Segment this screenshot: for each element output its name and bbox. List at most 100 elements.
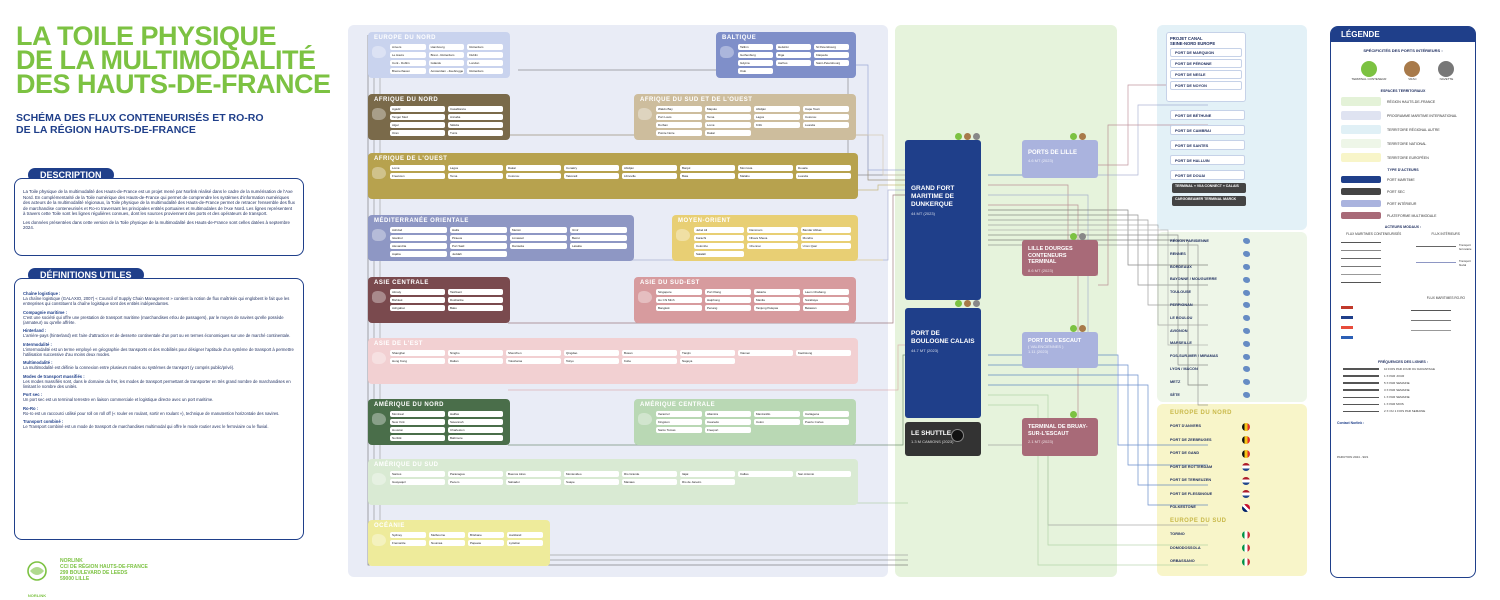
- port-destination-row[interactable]: Tallinn: [738, 44, 773, 50]
- port-destination-row[interactable]: Klaipeda: [814, 52, 849, 58]
- port-destination-row[interactable]: Port Klang: [705, 289, 751, 295]
- port-destination-row[interactable]: Cotonou: [506, 173, 561, 179]
- le-shuttle[interactable]: LE SHUTTLE 1.3 M CAMIONS (2023): [905, 422, 981, 456]
- port-escaut[interactable]: PORT DE L'ESCAUT ( VALENCIENNES ) 1.11 (…: [1022, 332, 1098, 368]
- french-destination-row[interactable]: LE BOULOU: [1170, 312, 1250, 325]
- port-destination-row[interactable]: Port Said: [450, 243, 507, 249]
- port-destination-row[interactable]: Mundra: [800, 235, 851, 241]
- french-destination-row[interactable]: SÈTE: [1170, 389, 1250, 402]
- port-destination-row[interactable]: Lomé: [390, 165, 445, 171]
- port-destination-row[interactable]: Alexandria: [390, 243, 447, 249]
- port-dourges[interactable]: LILLE DOURGES CONTENEURS TERMINAL 8.6 MT…: [1022, 240, 1098, 276]
- port-destination-row[interactable]: Cotonou: [803, 114, 849, 120]
- port-destination-row[interactable]: Dalian: [448, 358, 503, 364]
- canal-port-row[interactable]: PORT DE PÉRONNE: [1170, 59, 1242, 68]
- port-destination-row[interactable]: New York: [390, 419, 445, 425]
- port-destination-row[interactable]: Libreville: [622, 173, 677, 179]
- port-destination-row[interactable]: Qingdao: [564, 350, 619, 356]
- port-destination-row[interactable]: Tokyo: [564, 358, 619, 364]
- port-destination-row[interactable]: Charleston: [448, 427, 503, 433]
- europe-port-row[interactable]: PORT D'ANVERS: [1170, 420, 1250, 434]
- port-destination-row[interactable]: Bandar Abbas: [800, 227, 851, 233]
- port-destination-row[interactable]: Jebel Ali: [694, 227, 745, 233]
- port-destination-row[interactable]: Norfolk: [390, 435, 445, 441]
- europe-port-row[interactable]: TORINO: [1170, 528, 1250, 542]
- port-destination-row[interactable]: Dakar: [705, 130, 751, 136]
- port-destination-row[interactable]: Paranagua: [448, 471, 503, 477]
- inland-port-row[interactable]: PORT DE HALLUIN: [1170, 155, 1245, 165]
- port-destination-row[interactable]: Baltimore: [448, 435, 503, 441]
- port-destination-row[interactable]: Santo Tomas: [656, 427, 702, 433]
- port-destination-row[interactable]: Mersin: [510, 227, 567, 233]
- port-destination-row[interactable]: Luanda: [803, 122, 849, 128]
- port-destination-row[interactable]: Auckland: [507, 532, 543, 538]
- port-destination-row[interactable]: Conakry: [564, 165, 619, 171]
- port-destination-row[interactable]: Bangkok: [656, 305, 702, 311]
- port-destination-row[interactable]: Brest - Rotterdam: [428, 52, 465, 58]
- port-destination-row[interactable]: Bishkek: [390, 297, 445, 303]
- port-destination-row[interactable]: Dakar: [506, 165, 561, 171]
- port-destination-row[interactable]: Aarhus: [776, 60, 811, 66]
- port-destination-row[interactable]: Oran: [390, 130, 445, 136]
- port-destination-row[interactable]: Gdynia: [738, 60, 773, 66]
- port-destination-row[interactable]: Abidjan: [754, 106, 800, 112]
- port-destination-row[interactable]: Laem Chabang: [803, 289, 849, 295]
- port-destination-row[interactable]: Rio Grande: [622, 471, 677, 477]
- french-destination-row[interactable]: BAYONNE / MOUGUERRE: [1170, 273, 1250, 286]
- port-destination-row[interactable]: Port Louis: [656, 114, 702, 120]
- inland-port-row[interactable]: PORT DE DOUAI: [1170, 170, 1245, 180]
- inland-port-row[interactable]: PORT DE BÉTHUNE: [1170, 110, 1245, 120]
- port-destination-row[interactable]: Freeport: [705, 427, 751, 433]
- port-destination-row[interactable]: Dushanbe: [448, 297, 503, 303]
- port-destination-row[interactable]: Cork - Dublin: [390, 60, 426, 66]
- port-destination-row[interactable]: Aqaba: [390, 251, 447, 257]
- port-destination-row[interactable]: Singapore: [656, 289, 702, 295]
- port-destination-row[interactable]: Kribi: [754, 122, 800, 128]
- french-destination-row[interactable]: PERPIGNAN: [1170, 299, 1250, 312]
- port-destination-row[interactable]: Ashgabat: [390, 305, 445, 311]
- port-destination-row[interactable]: Montevideo: [564, 471, 619, 477]
- port-dunkerque[interactable]: GRAND FORT MARITIME DE DUNKERQUE 44 MT (…: [905, 140, 981, 300]
- port-destination-row[interactable]: San Antonio: [796, 471, 851, 477]
- port-destination-row[interactable]: Hambourg: [428, 44, 465, 50]
- port-destination-row[interactable]: Bata: [680, 173, 735, 179]
- port-destination-row[interactable]: Maputo: [705, 106, 751, 112]
- europe-port-row[interactable]: PORT DE ROTTERDAM: [1170, 461, 1250, 475]
- port-destination-row[interactable]: Ashdod: [390, 227, 447, 233]
- port-destination-row[interactable]: Tema: [705, 114, 751, 120]
- port-destination-row[interactable]: Le Havre: [390, 52, 426, 58]
- port-destination-row[interactable]: Jakarta: [754, 289, 800, 295]
- port-destination-row[interactable]: Casablanca: [448, 106, 503, 112]
- port-destination-row[interactable]: Dammam: [747, 227, 798, 233]
- port-destination-row[interactable]: Ningbo: [448, 350, 503, 356]
- port-destination-row[interactable]: Melbourne: [429, 532, 465, 538]
- inland-port-row[interactable]: PORT DE CAMBRAI: [1170, 125, 1245, 135]
- europe-port-row[interactable]: ORBASSANO: [1170, 555, 1250, 569]
- port-destination-row[interactable]: Lagos: [448, 165, 503, 171]
- french-destination-row[interactable]: RÉGION PARISIENNE: [1170, 235, 1250, 248]
- port-destination-row[interactable]: Walvis Bay: [656, 106, 702, 112]
- port-destination-row[interactable]: Beirut: [570, 235, 627, 241]
- port-destination-row[interactable]: Ho Chi Minh: [656, 297, 702, 303]
- port-destination-row[interactable]: Houston: [390, 427, 445, 433]
- port-destination-row[interactable]: Oslo: [738, 68, 773, 74]
- port-destination-row[interactable]: Chennai: [747, 243, 798, 249]
- port-boulogne-calais[interactable]: PORT DE BOULOGNE CALAIS 44.7 MT (2023): [905, 308, 981, 418]
- port-destination-row[interactable]: Puerto Cortes: [803, 419, 849, 425]
- port-destination-row[interactable]: Annaba: [448, 114, 503, 120]
- port-destination-row[interactable]: Sydney: [390, 532, 426, 538]
- port-destination-row[interactable]: Umm Qasr: [800, 243, 851, 249]
- terminal-cargobeamer-marck[interactable]: CARGOBEAMER TERMINAL MARCK: [1172, 196, 1246, 206]
- port-destination-row[interactable]: Izmir: [570, 227, 627, 233]
- port-destination-row[interactable]: Lagos: [754, 114, 800, 120]
- inland-port-row[interactable]: PORT DE SANTES: [1170, 140, 1245, 150]
- port-destination-row[interactable]: Manaus: [622, 479, 677, 485]
- europe-port-row[interactable]: PORT DE TERNEUZEN: [1170, 474, 1250, 488]
- port-destination-row[interactable]: Monrovia: [738, 165, 793, 171]
- port-destination-row[interactable]: Gothenburg: [738, 52, 773, 58]
- port-destination-row[interactable]: Halifax: [448, 411, 503, 417]
- port-destination-row[interactable]: Anvers: [390, 44, 426, 50]
- port-destination-row[interactable]: Suape: [564, 479, 619, 485]
- port-destination-row[interactable]: Haiphong: [705, 297, 751, 303]
- port-destination-row[interactable]: Haifa: [450, 227, 507, 233]
